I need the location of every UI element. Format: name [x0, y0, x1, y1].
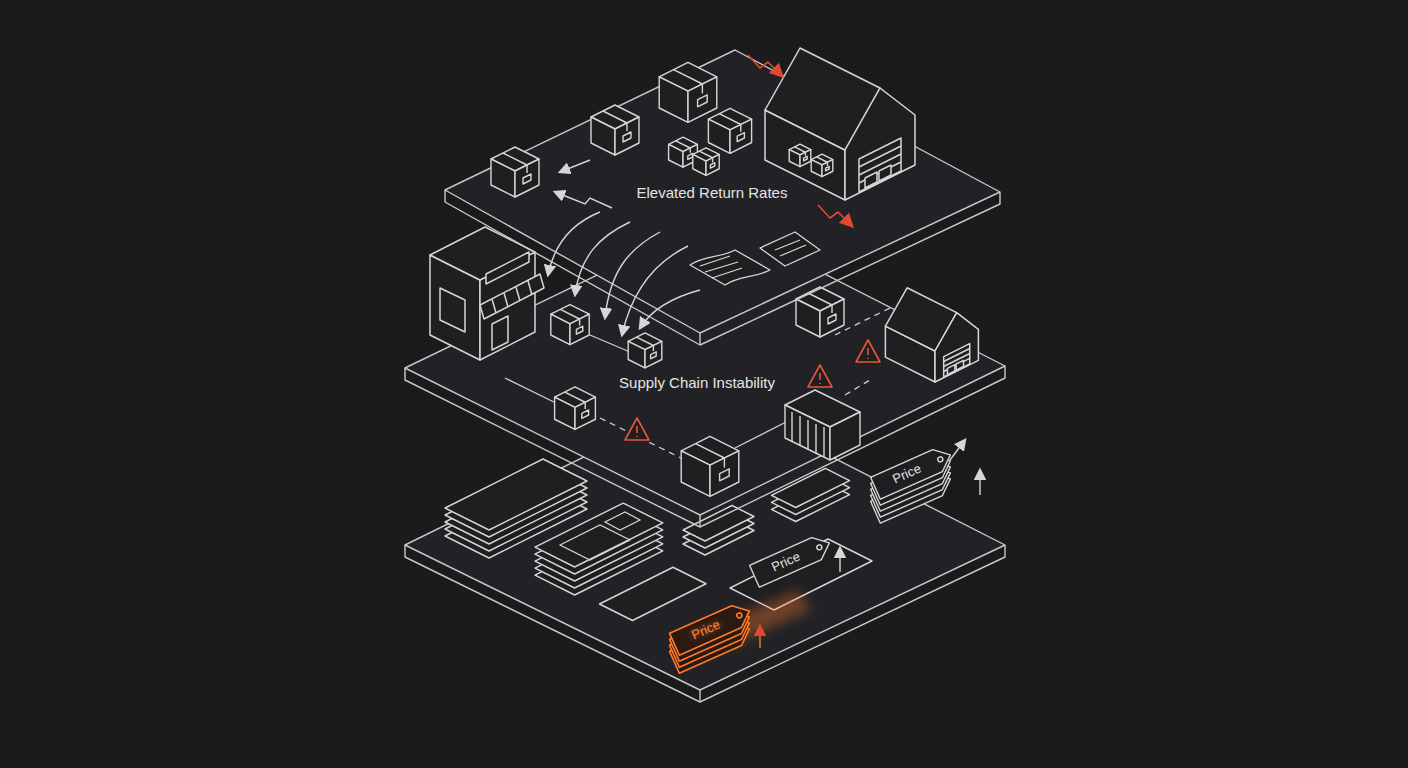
middle-plate [405, 218, 1005, 527]
price-label: Price [769, 549, 802, 575]
top-plate [445, 50, 1000, 345]
middle-objects [430, 227, 978, 496]
rising-arrows [760, 440, 980, 648]
layer-label: Elevated Return Rates [633, 183, 792, 203]
price-label: Price [689, 617, 722, 643]
top-objects [491, 48, 915, 285]
layer-label: Supply Chain Instability [615, 373, 779, 393]
bottom-plate [405, 395, 1005, 702]
price-label: Price [890, 461, 923, 487]
